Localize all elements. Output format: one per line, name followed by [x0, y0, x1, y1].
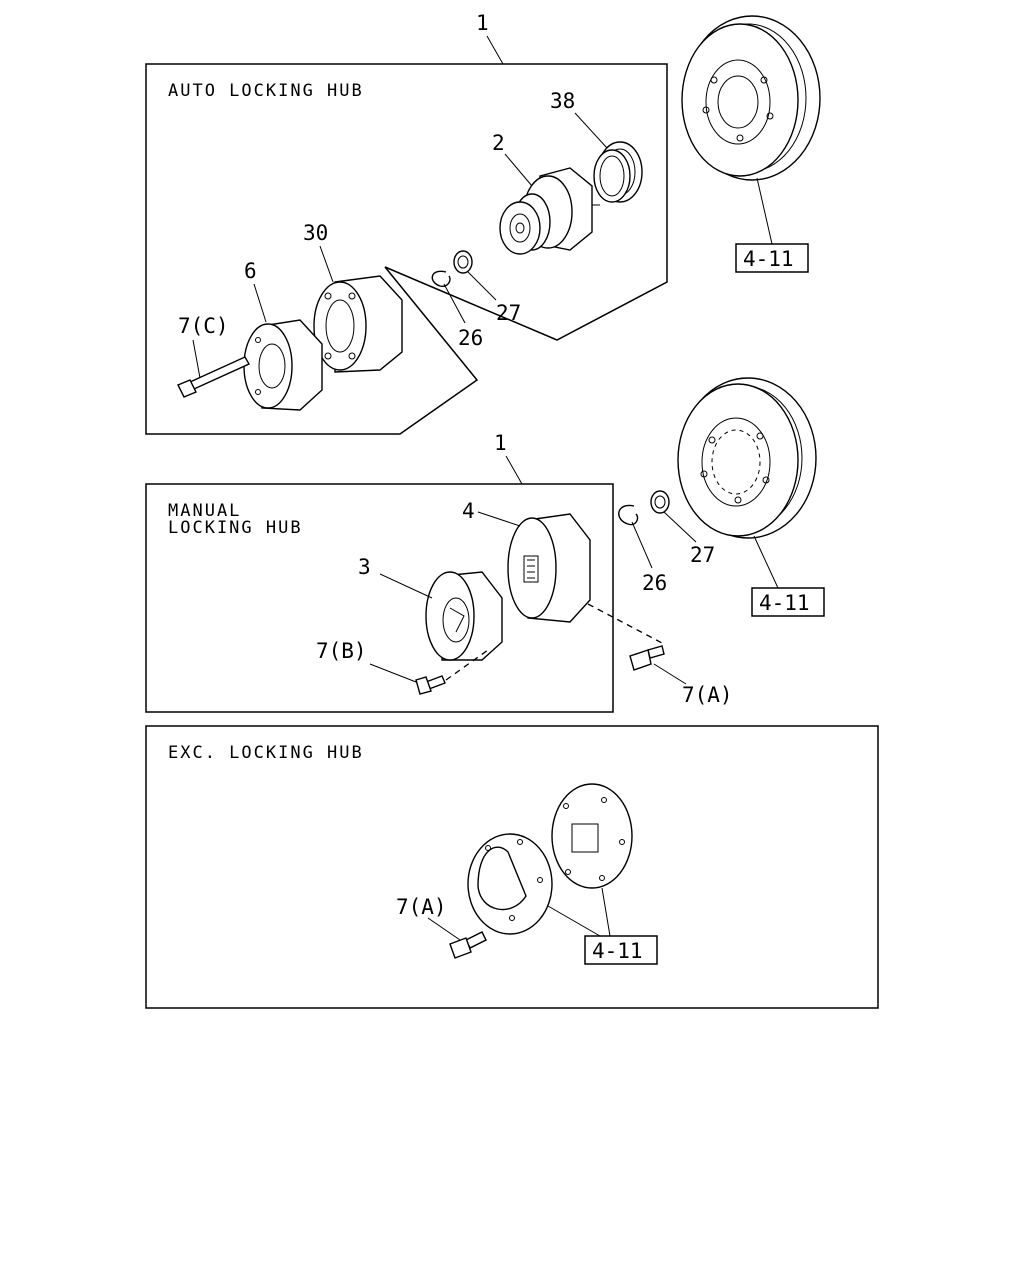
auto-panel-frame: [145, 63, 668, 435]
part-7a-bolt-manual: [629, 645, 665, 671]
part-flange-disc: [551, 783, 633, 889]
leader-30: [319, 245, 334, 283]
callout-26-auto: 26: [458, 326, 483, 350]
leader-7a-exc: [427, 917, 461, 941]
callout-30: 30: [303, 221, 328, 245]
manual-panel-frame: [145, 483, 614, 713]
callout-7a-manual: 7(A): [682, 683, 733, 707]
leader-38: [574, 112, 608, 149]
dash-7b: [445, 649, 489, 681]
part-2-gear-assembly: [499, 167, 600, 255]
ref-box-manual: [751, 587, 825, 617]
leader-27-auto: [467, 271, 497, 301]
callout-2: 2: [492, 131, 505, 155]
part-7b-bolt: [415, 675, 446, 695]
leader-2: [504, 153, 533, 187]
auto-locking-hub-panel: AUTO LOCKING HUB 1 38 2: [145, 11, 668, 435]
leader-7a-manual: [653, 663, 687, 685]
auto-panel-title: AUTO LOCKING HUB: [168, 81, 364, 101]
leader-3: [379, 573, 433, 599]
part-26-snap-ring-manual: [618, 504, 639, 526]
callout-7c: 7(C): [178, 314, 229, 338]
part-7c-bolt: [177, 356, 250, 398]
part-30-housing: [313, 275, 403, 373]
leader-26-auto: [443, 283, 466, 324]
ref-auto: 4-11: [743, 247, 794, 271]
leader-7b: [369, 663, 417, 683]
leader-7c: [192, 339, 201, 379]
callout-7b: 7(B): [316, 639, 367, 663]
leader-27-manual: [663, 511, 697, 543]
part-27-washer-manual: [650, 490, 670, 514]
ref-exc: 4-11: [592, 939, 643, 963]
callout-7a-exc: 7(A): [396, 895, 447, 919]
leader-26-manual: [631, 521, 653, 569]
part-26-snap-ring-auto: [431, 270, 451, 288]
leader-1-auto: [486, 35, 504, 65]
exc-panel-frame: [145, 725, 879, 1009]
leader-ref-auto: [756, 177, 773, 245]
manual-panel-title-line2: LOCKING HUB: [168, 518, 303, 538]
ref-box-auto: [735, 243, 809, 273]
part-6-cover-plate: [243, 319, 323, 411]
brake-disc-upper: [681, 15, 821, 181]
part-27-washer-auto: [453, 250, 473, 274]
part-4-hub-body: [507, 513, 591, 623]
leader-ref-manual: [753, 535, 779, 589]
part-38-ring: [593, 141, 643, 203]
dash-7a-manual: [587, 603, 665, 645]
ref-manual: 4-11: [759, 591, 810, 615]
leader-ref-exc-b: [601, 887, 611, 937]
callout-26-manual: 26: [642, 571, 667, 595]
part-7a-bolt-exc: [449, 931, 487, 959]
callout-38: 38: [550, 89, 575, 113]
part-3-cover: [425, 571, 503, 661]
part-hub-cap: [467, 833, 553, 935]
callout-3: 3: [358, 555, 371, 579]
manual-locking-hub-panel: MANUAL LOCKING HUB 1 4 3: [145, 431, 614, 713]
manual-panel-title-line1: MANUAL: [168, 501, 241, 521]
leader-1-manual: [505, 455, 523, 485]
callout-4: 4: [462, 499, 475, 523]
callout-6: 6: [244, 259, 257, 283]
callout-1-manual: 1: [494, 431, 507, 455]
leader-6: [253, 283, 267, 323]
leader-4: [477, 511, 521, 527]
exc-locking-hub-panel: EXC. LOCKING HUB 7(A): [145, 725, 879, 1009]
callout-1-auto: 1: [476, 11, 489, 35]
callout-27-auto: 27: [496, 301, 521, 325]
leader-ref-exc-a: [547, 905, 601, 937]
callout-27-manual: 27: [690, 543, 715, 567]
ref-box-exc: [584, 935, 658, 965]
brake-disc-lower: [677, 377, 817, 539]
exc-panel-title: EXC. LOCKING HUB: [168, 743, 364, 763]
